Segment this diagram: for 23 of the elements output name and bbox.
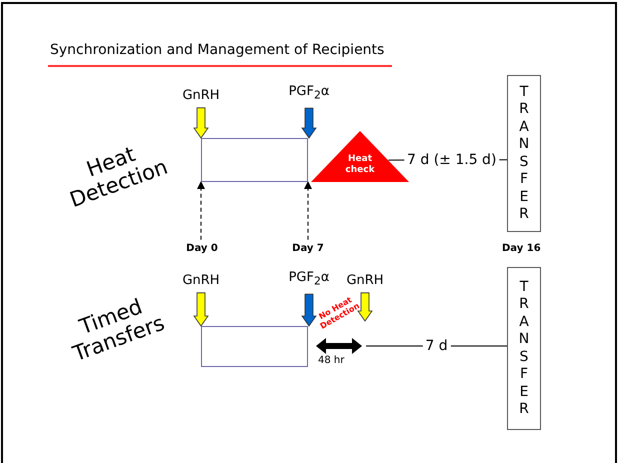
transfer-box: TRANSFER	[507, 75, 541, 232]
day-label: Day 7	[290, 243, 326, 259]
block-arrow	[357, 292, 373, 322]
block-arrow	[301, 294, 317, 327]
day-label: Day 16	[502, 243, 541, 254]
device-box	[201, 326, 308, 367]
block-arrow	[193, 292, 209, 327]
drug-label: GnRH	[181, 88, 221, 106]
transfer-box: TRANSFER	[507, 267, 541, 430]
duration-label: 48 hr	[318, 355, 344, 366]
drug-label: GnRH	[181, 273, 221, 291]
block-arrow	[301, 108, 317, 139]
drug-label: GnRH	[343, 273, 387, 291]
device-box	[201, 138, 308, 182]
drug-label: PGF$_{2}$α	[286, 270, 332, 292]
block-arrow	[193, 107, 209, 139]
slide-title: Synchronization and Management of Recipients	[50, 42, 384, 58]
heat-check-triangle: Heat check	[311, 131, 409, 182]
arrow	[304, 181, 312, 240]
arrow	[197, 181, 205, 240]
drug-label: PGF$_{2}$α	[286, 84, 332, 106]
day-label: Day 0	[185, 243, 219, 259]
edge-label: 7 d (± 1.5 d)	[404, 152, 500, 168]
